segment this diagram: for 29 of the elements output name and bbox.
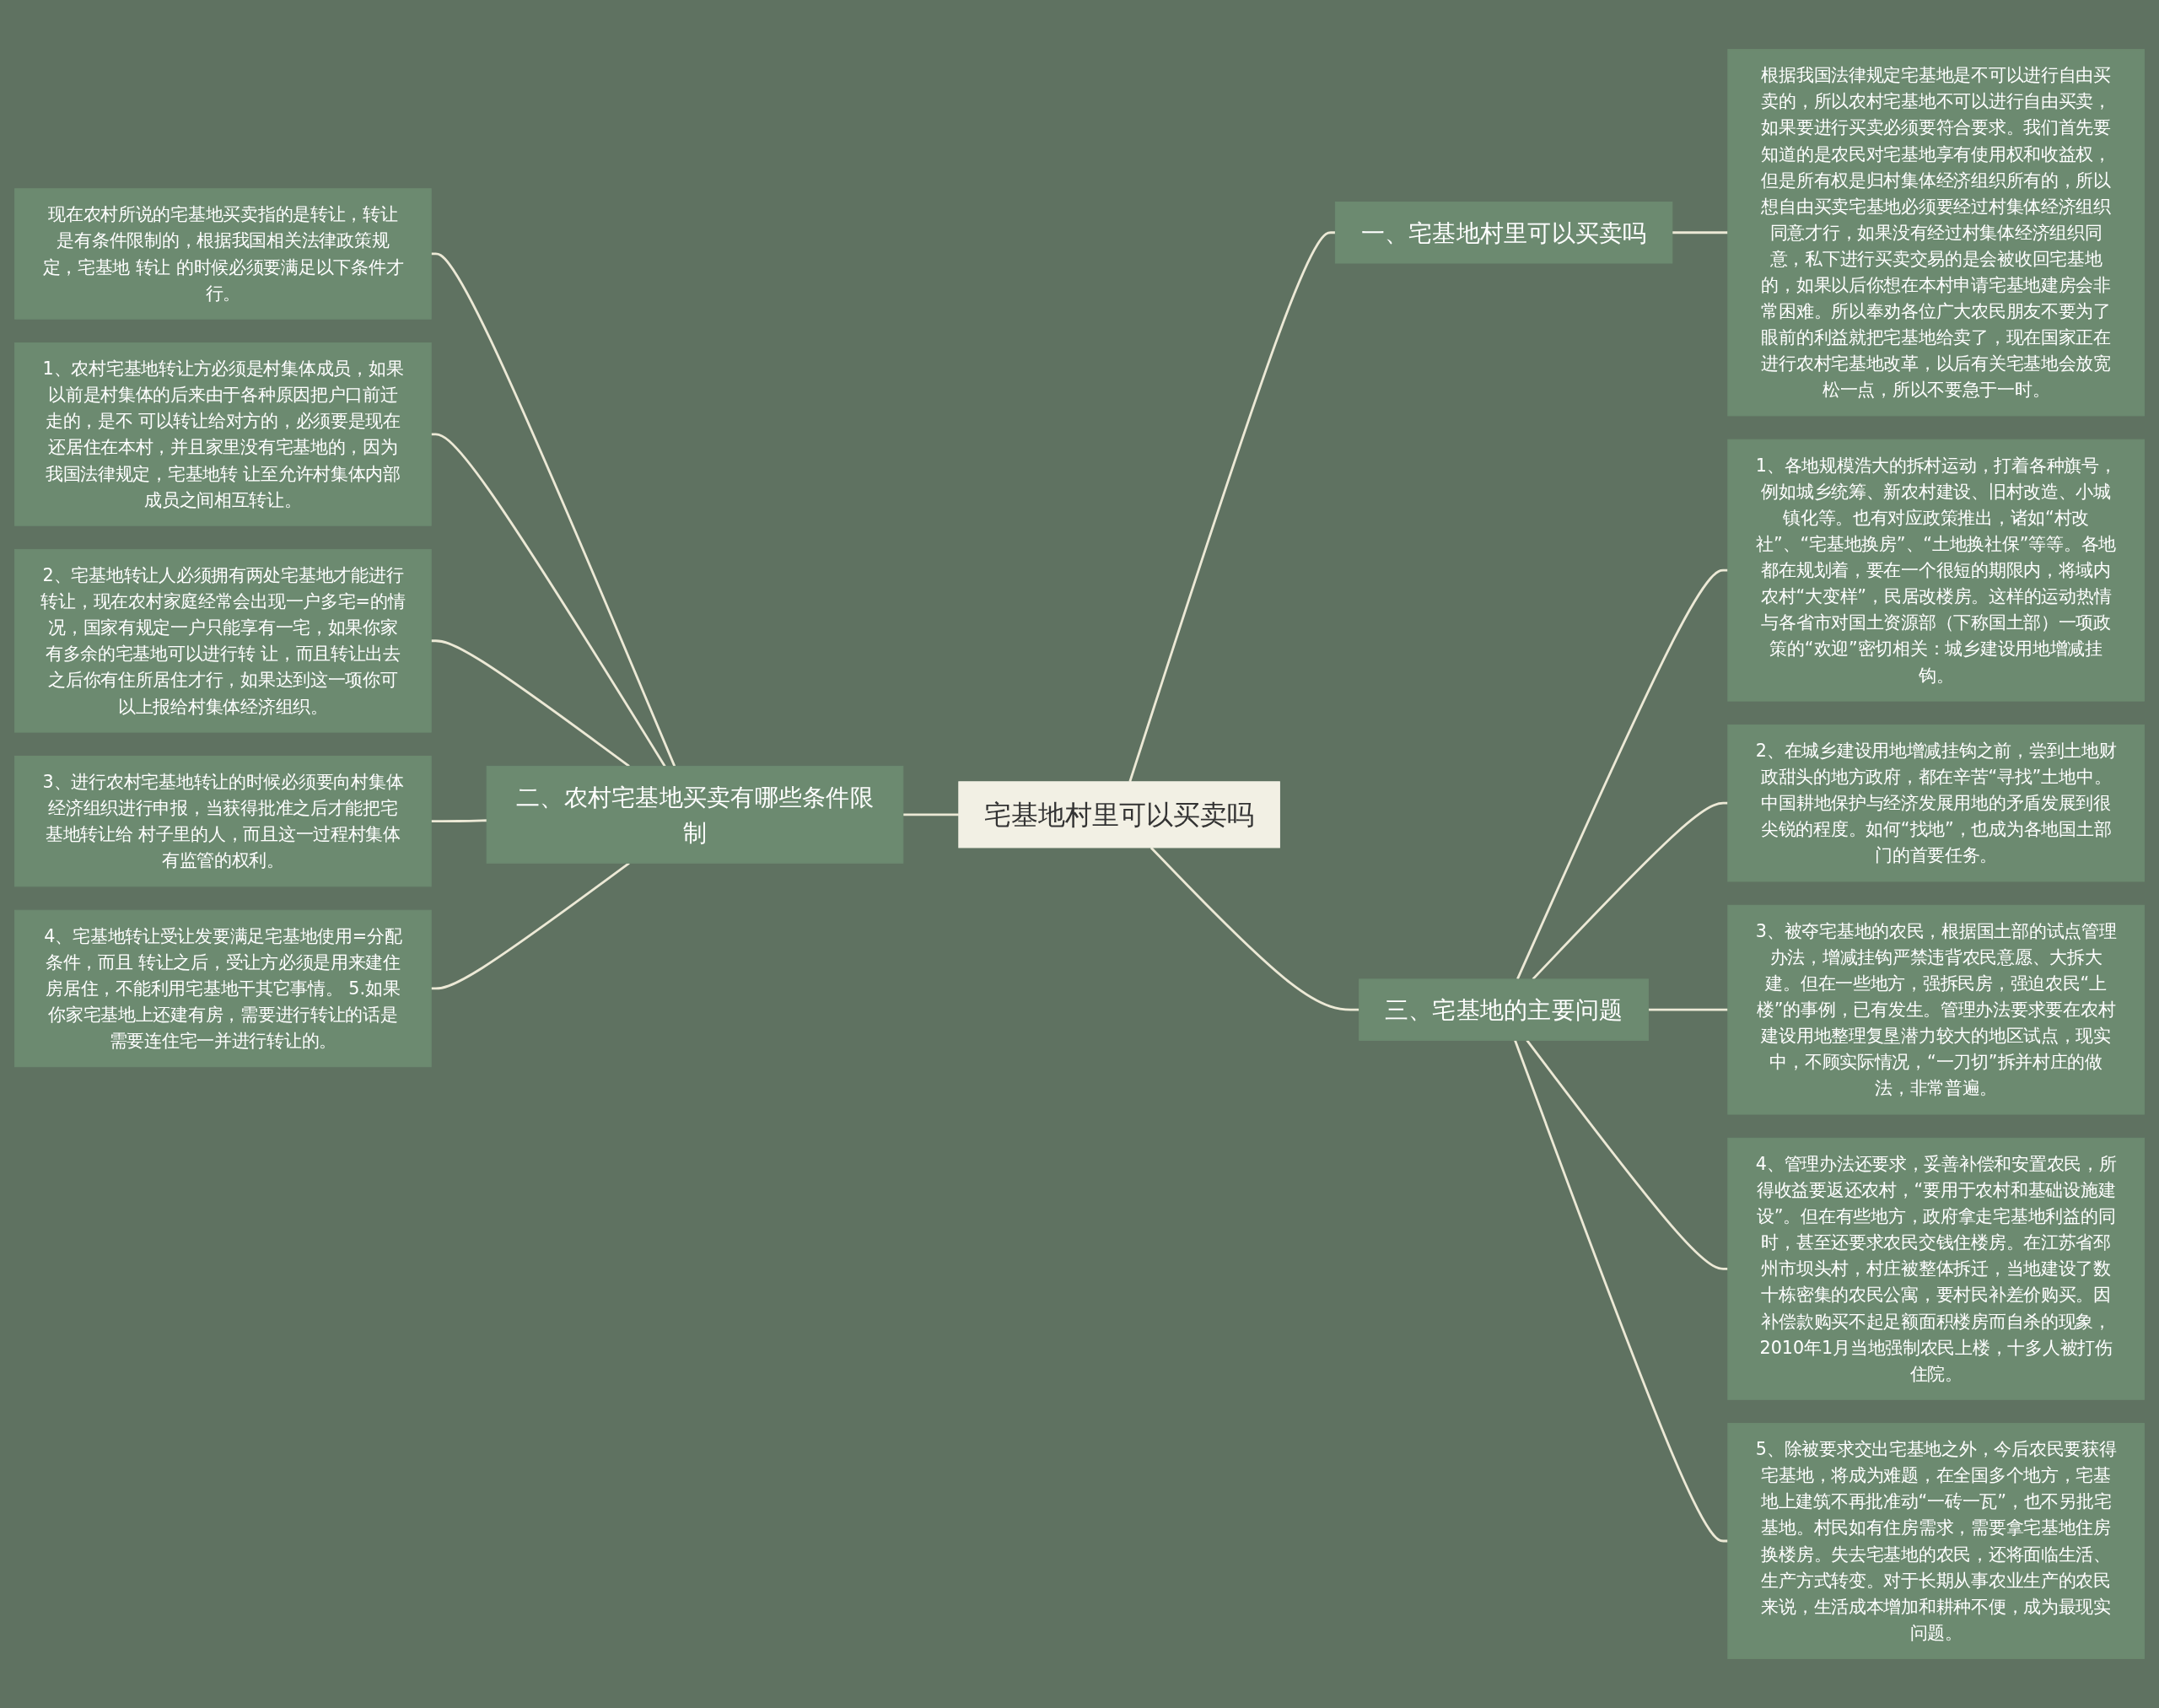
connector [1672,231,1728,234]
node-box: 5、除被要求交出宅基地之外，今后农民要获得宅基地，将成为难题，在全国多个地方，宅基地上建筑不再批准动“一砖一瓦”，也不另批宅基地。村民如有住房需求，需要拿宅基地住房换楼房。失去宅基地的农民，还将面临生活、生产方式转变。对于长期从事农业生产的农民来说，生活成本增加和耕种不便，成为最现实问题。 [1727,1423,2145,1659]
node-box: 现在农村所说的宅基地买卖指的是转让，转让是有条件限制的，根据我国相关法律政策规定，宅基地 转让 的时候必须要满足以下条件才行。 [14,188,432,320]
connector [431,819,487,823]
connector [431,639,630,768]
connector [431,862,630,990]
node-box: 1、各地规模浩大的拆村运动，打着各种旗号，例如城乡统筹、新农村建设、旧村改造、小城镇化等。也有对应政策推出，诸如“村改社”、“宅基地换房”、“土地换社保”等等。各地都在规划着，要在一个很短的期限内，将域内农村“大变样”，民居改楼房。这样的运动热情与各省市对国土资源部（下称国土部）一项政策的“欢迎”密切相关：城乡建设用地增减挂钩。 [1727,439,2145,702]
connector [1514,1039,1728,1543]
connector [1128,231,1336,783]
node-box: 2、宅基地转让人必须拥有两处宅基地才能进行转让，现在农村家庭经常会出现一户多宅=的情况，国家有规定一户只能享有一宅，如果你家有多余的宅基地可以进行转 让，而且转让出去之后你有住所居住才行，如果达到这一项你可以上报给村集体经济组织。 [14,548,432,733]
node-box: 根据我国法律规定宅基地是不可以进行自由买卖的，所以农村宅基地不可以进行自由买卖，如果要进行买卖必须要符合要求。我们首先要知道的是农民对宅基地享有使用权和收益权，但是所有权是归村集体经济组织所有的，所以想自由买卖宅基地必须要经过村集体经济组织同意才行，如果没有经过村集体经济组织同意，私下进行买卖交易的是会被收回宅基地的，如果以后你想在本村申请宅基地建房会非常困难。所以奉劝各位广大农民朋友不要为了眼前的利益就把宅基地给卖了，现在国家正在进行农村宅基地改革，以后有关宅基地会放宽松一点，所以不要急于一时。 [1727,49,2145,417]
node-box: 宅基地村里可以买卖吗 [958,781,1280,849]
node-box: 4、宅基地转让受让发要满足宅基地使用=分配条件，而且 转让之后，受让方必须是用来建住房居住，不能利用宅基地干其它事情。 5.如果你家宅基地上还建有房，需要进行转让的话是需要连住宅一并进行转让的。 [14,909,432,1068]
connector [1532,801,1728,980]
node-box: 1、农村宅基地转让方必须是村集体成员，如果以前是村集体的后来由于各种原因把户口前迁走的，是不 可以转让给对方的，必须要是现在还居住在本村，并且家里没有宅基地的，因为我国法律规定，宅基地转 让至允许村集体内部成员之间相互转让。 [14,342,432,526]
connector [1526,1039,1728,1270]
connector [431,252,676,767]
connector [1149,846,1359,1011]
node-box: 3、被夺宅基地的农民，根据国土部的试点管理办法，增减挂钩严禁违背农民意愿、大拆大建。但在一些地方，强拆民房，强迫农民“上楼”的事例，已有发生。管理办法要求要在农村建设用地整理复垦潜力较大的地区试点，现实中，不顾实际情况，“一刀切”拆并村庄的做法，非常普遍。 [1727,904,2145,1115]
connector [1516,568,1728,980]
node-box: 二、农村宅基地买卖有哪些条件限制 [486,765,904,864]
node-box: 4、管理办法还要求，妥善补偿和安置农民，所得收益要返还农村，“要用于农村和基础设施建设”。但在有些地方，政府拿走宅基地利益的同时，甚至还要求农民交钱住楼房。在江苏省邳州市坝头村，村庄被整体拆迁，当地建设了数十栋密集的农民公寓，要村民补差价购买。因补偿款购买不起足额面积楼房而自杀的现象，2010年1月当地强制农民上楼，十多人被打伤住院。 [1727,1137,2145,1400]
connector [902,813,959,816]
connector [431,433,666,768]
node-box: 2、在城乡建设用地增减挂钩之前，尝到土地财政甜头的地方政府，都在辛苦“寻找”土地中。中国耕地保护与经济发展用地的矛盾发展到很尖锐的程度。如何“找地”，也成为各地国土部门的首要任务。 [1727,724,2145,882]
connector [1648,1008,1728,1011]
node-box: 一、宅基地村里可以买卖吗 [1334,202,1673,264]
node-box: 3、进行农村宅基地转让的时候必须要向村集体经济组织进行申报，当获得批准之后才能把宅基地转让给 村子里的人，而且这一过程村集体有监管的权利。 [14,755,432,887]
node-box: 三、宅基地的主要问题 [1359,978,1650,1041]
